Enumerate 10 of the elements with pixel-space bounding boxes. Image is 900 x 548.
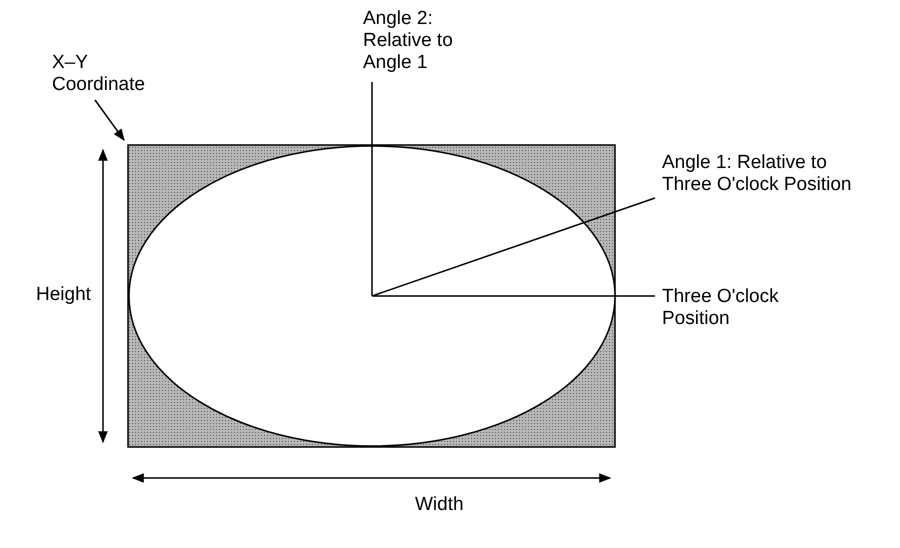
leader-line <box>371 82 373 296</box>
callout-text: Angle 1: Relative to Three O'clock Position <box>662 152 862 196</box>
callout-text: Three O'clock Position <box>662 286 812 330</box>
leader-line <box>372 295 655 297</box>
dimension-label: Width <box>415 494 464 516</box>
leader-arrow <box>94 100 125 141</box>
dimension-label: Height <box>36 284 91 306</box>
callout-text: Angle 2: Relative to Angle 1 <box>363 8 503 74</box>
leader-line <box>372 197 656 297</box>
callout-text: X–Y Coordinate <box>52 52 172 96</box>
